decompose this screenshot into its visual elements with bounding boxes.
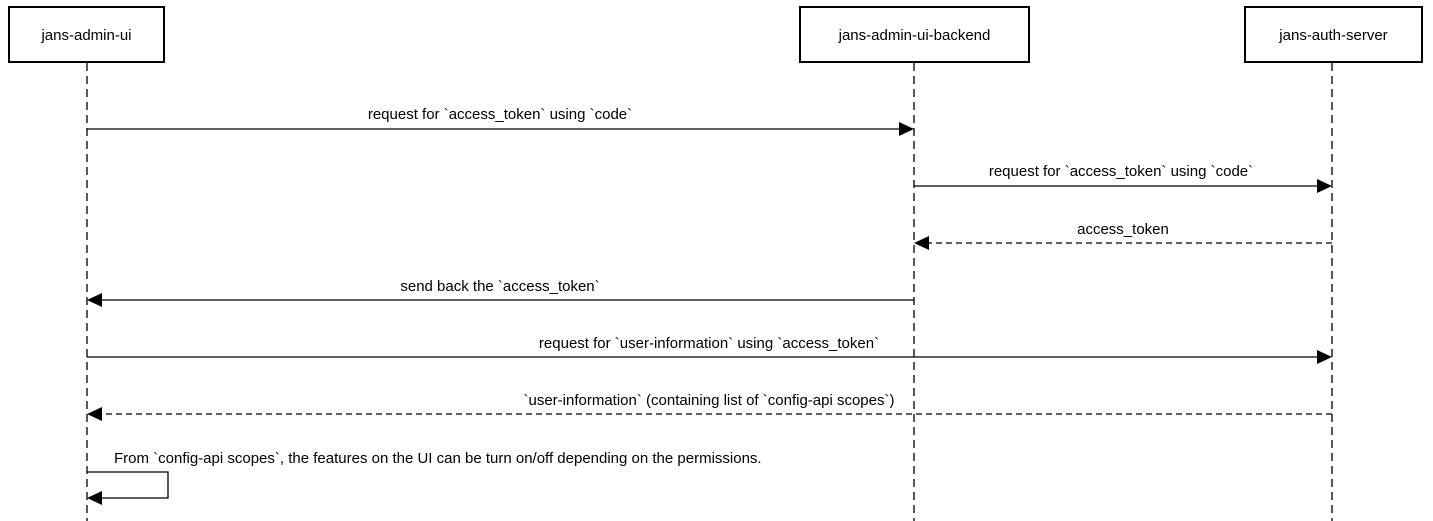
arrowhead bbox=[87, 293, 102, 307]
arrowhead bbox=[914, 236, 929, 250]
participant-jans-auth-server: jans-auth-server bbox=[1244, 6, 1423, 63]
arrowhead bbox=[1317, 179, 1332, 193]
message-label: request for `user-information` using `ac… bbox=[539, 335, 879, 352]
message-label: send back the `access_token` bbox=[400, 278, 599, 295]
message-label: request for `access_token` using `code` bbox=[368, 106, 632, 123]
arrowhead bbox=[87, 407, 102, 421]
participant-jans-admin-ui-backend: jans-admin-ui-backend bbox=[799, 6, 1030, 63]
message-3: access_token bbox=[914, 221, 1332, 250]
message-4: send back the `access_token` bbox=[87, 278, 914, 307]
arrowhead bbox=[87, 491, 102, 505]
message-7-self: From `config-api scopes`, the features o… bbox=[87, 450, 762, 505]
participant-jans-admin-ui: jans-admin-ui bbox=[8, 6, 165, 63]
message-6: `user-information` (containing list of `… bbox=[87, 392, 1332, 421]
message-label: request for `access_token` using `code` bbox=[989, 163, 1253, 180]
arrowhead bbox=[899, 122, 914, 136]
message-5: request for `user-information` using `ac… bbox=[87, 335, 1332, 364]
arrowhead bbox=[1317, 350, 1332, 364]
message-1: request for `access_token` using `code` bbox=[87, 106, 914, 136]
message-2: request for `access_token` using `code` bbox=[914, 163, 1332, 193]
participant-label: jans-admin-ui-backend bbox=[838, 27, 991, 44]
message-label: `user-information` (containing list of `… bbox=[524, 392, 895, 409]
message-label: From `config-api scopes`, the features o… bbox=[114, 450, 762, 467]
message-label: access_token bbox=[1077, 221, 1169, 238]
participant-label: jans-auth-server bbox=[1278, 27, 1387, 44]
participant-label: jans-admin-ui bbox=[40, 27, 131, 44]
